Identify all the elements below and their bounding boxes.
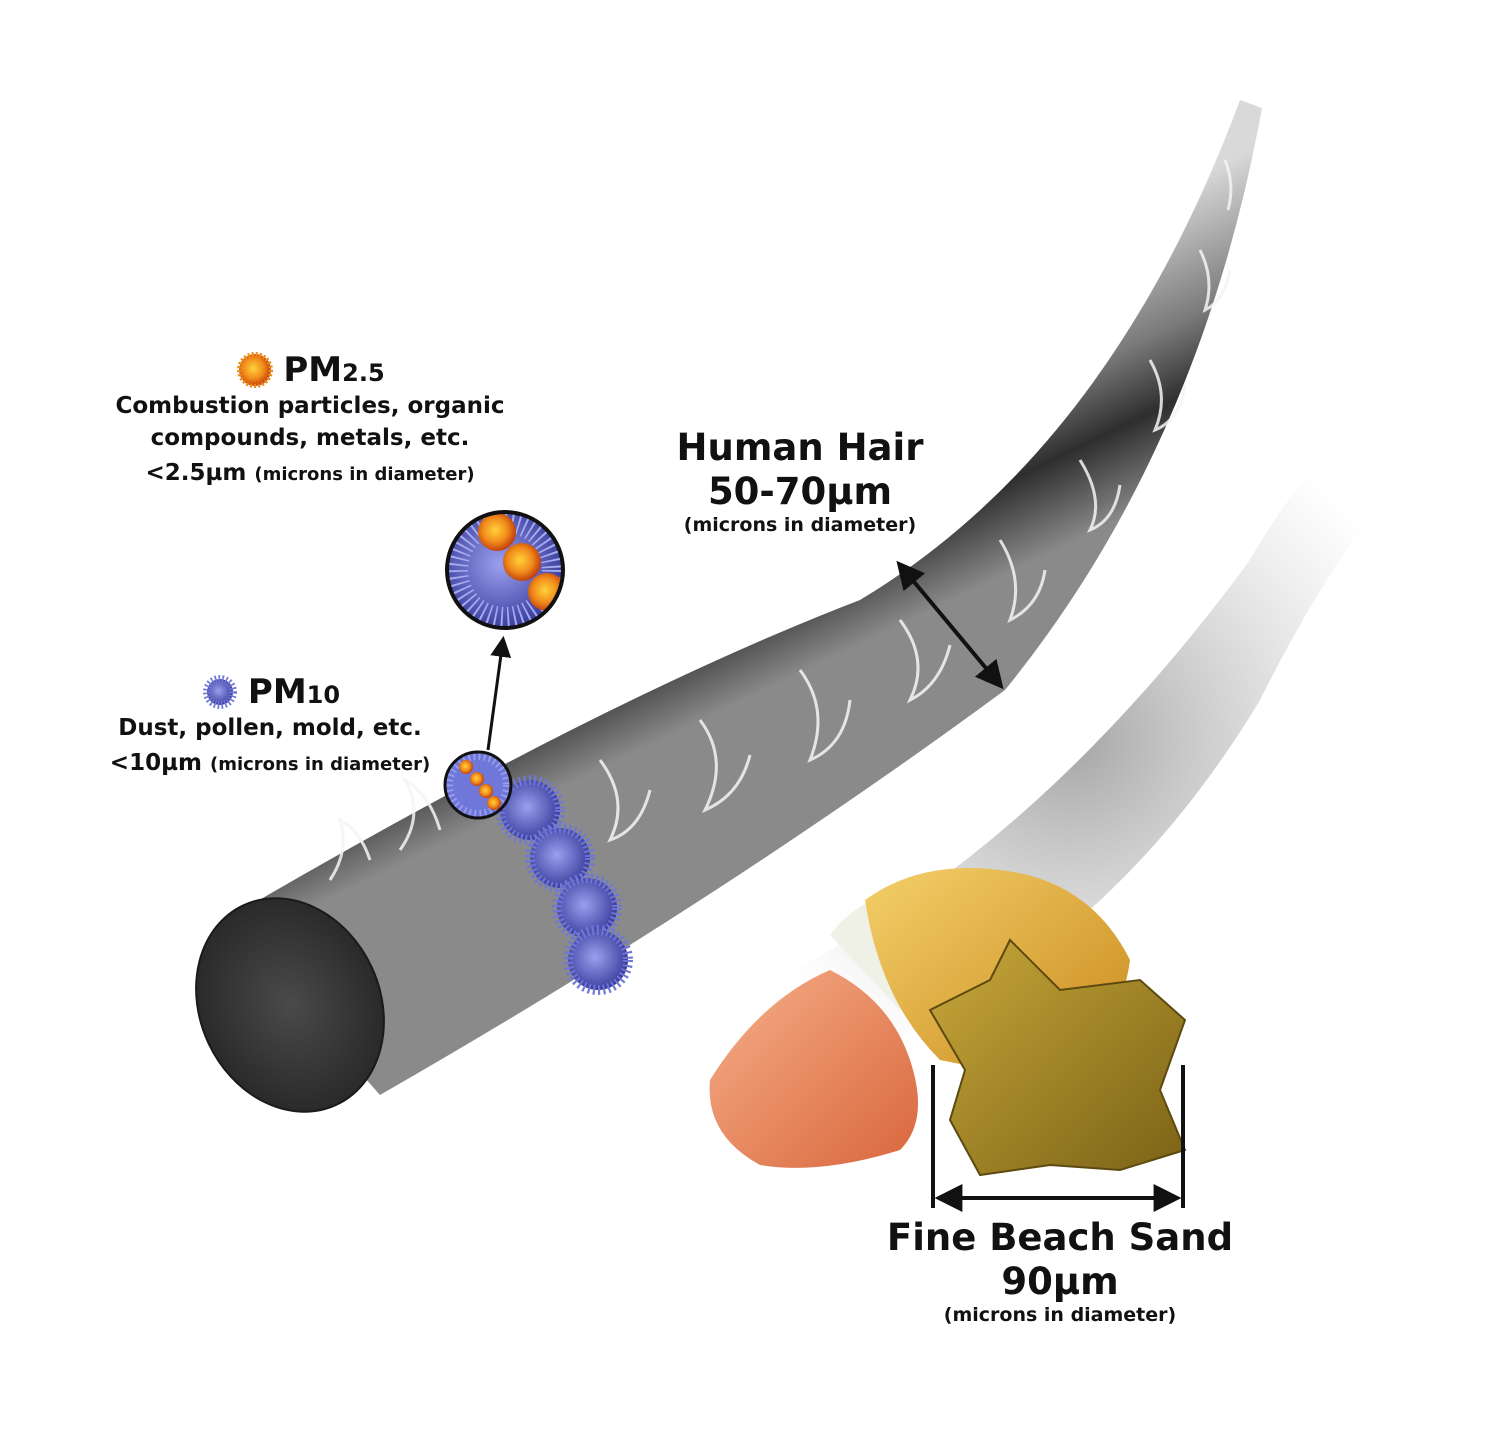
sand-grain-gold bbox=[928, 938, 1187, 1177]
pm10-size: <10µm bbox=[109, 750, 202, 776]
magnify-arrow bbox=[486, 635, 512, 751]
small-highlight-circle bbox=[443, 750, 513, 820]
hair-scale-pattern bbox=[328, 159, 1233, 881]
sand-size-note: (microns in diameter) bbox=[943, 1304, 1177, 1326]
pm10-size-line: <10µm (microns in diameter) bbox=[95, 750, 445, 776]
sand-width-indicator bbox=[931, 1065, 1185, 1212]
pm10-particle bbox=[552, 873, 622, 943]
human-hair-strand bbox=[225, 100, 1262, 1095]
pm10-title: PM bbox=[247, 672, 307, 712]
spiky-blue-particle-icon bbox=[202, 675, 237, 709]
pm25-subscript: 2.5 bbox=[342, 359, 385, 387]
hair-title: Human Hair bbox=[676, 426, 924, 469]
sand-grain-pink bbox=[709, 970, 918, 1168]
pm10-description: Dust, pollen, mold, etc. bbox=[118, 715, 422, 741]
pm10-particles bbox=[495, 775, 633, 995]
pm10-particle bbox=[563, 925, 633, 995]
pm10-label: PM10 Dust, pollen, mold, etc. <10µm (mic… bbox=[95, 672, 445, 776]
pm25-description-line2: compounds, metals, etc. bbox=[150, 425, 470, 451]
orange-particle-icon bbox=[237, 352, 274, 388]
pm10-particle bbox=[525, 823, 595, 893]
pm25-title-row: PM2.5 bbox=[110, 350, 510, 390]
hair-shadow bbox=[700, 390, 1440, 1090]
hair-cross-section bbox=[195, 897, 385, 1113]
pm25-size-note: (microns in diameter) bbox=[254, 464, 475, 485]
pm10-size-note: (microns in diameter) bbox=[209, 754, 431, 775]
hair-size-note: (microns in diameter) bbox=[683, 514, 917, 536]
pm10-particle bbox=[495, 775, 565, 845]
hair-diameter-arrow bbox=[896, 560, 1004, 690]
sand-size: 90µm bbox=[1001, 1260, 1119, 1303]
pm25-size-line: <2.5µm (microns in diameter) bbox=[110, 460, 510, 486]
pm25-label: PM2.5 Combustion particles, organic comp… bbox=[110, 350, 510, 486]
pm25-title: PM bbox=[283, 350, 343, 390]
pm25-size: <2.5µm bbox=[145, 460, 247, 486]
pm10-title-row: PM10 bbox=[95, 672, 445, 712]
sand-label: Fine Beach Sand 90µm (microns in diamete… bbox=[880, 1216, 1240, 1326]
pm10-subscript: 10 bbox=[306, 681, 341, 709]
magnified-view-circle bbox=[445, 510, 565, 630]
pm25-description-line1: Combustion particles, organic bbox=[115, 393, 505, 419]
hair-size: 50-70µm bbox=[707, 470, 893, 513]
sand-title: Fine Beach Sand bbox=[886, 1216, 1234, 1259]
hair-label: Human Hair 50-70µm (microns in diameter) bbox=[650, 426, 950, 536]
